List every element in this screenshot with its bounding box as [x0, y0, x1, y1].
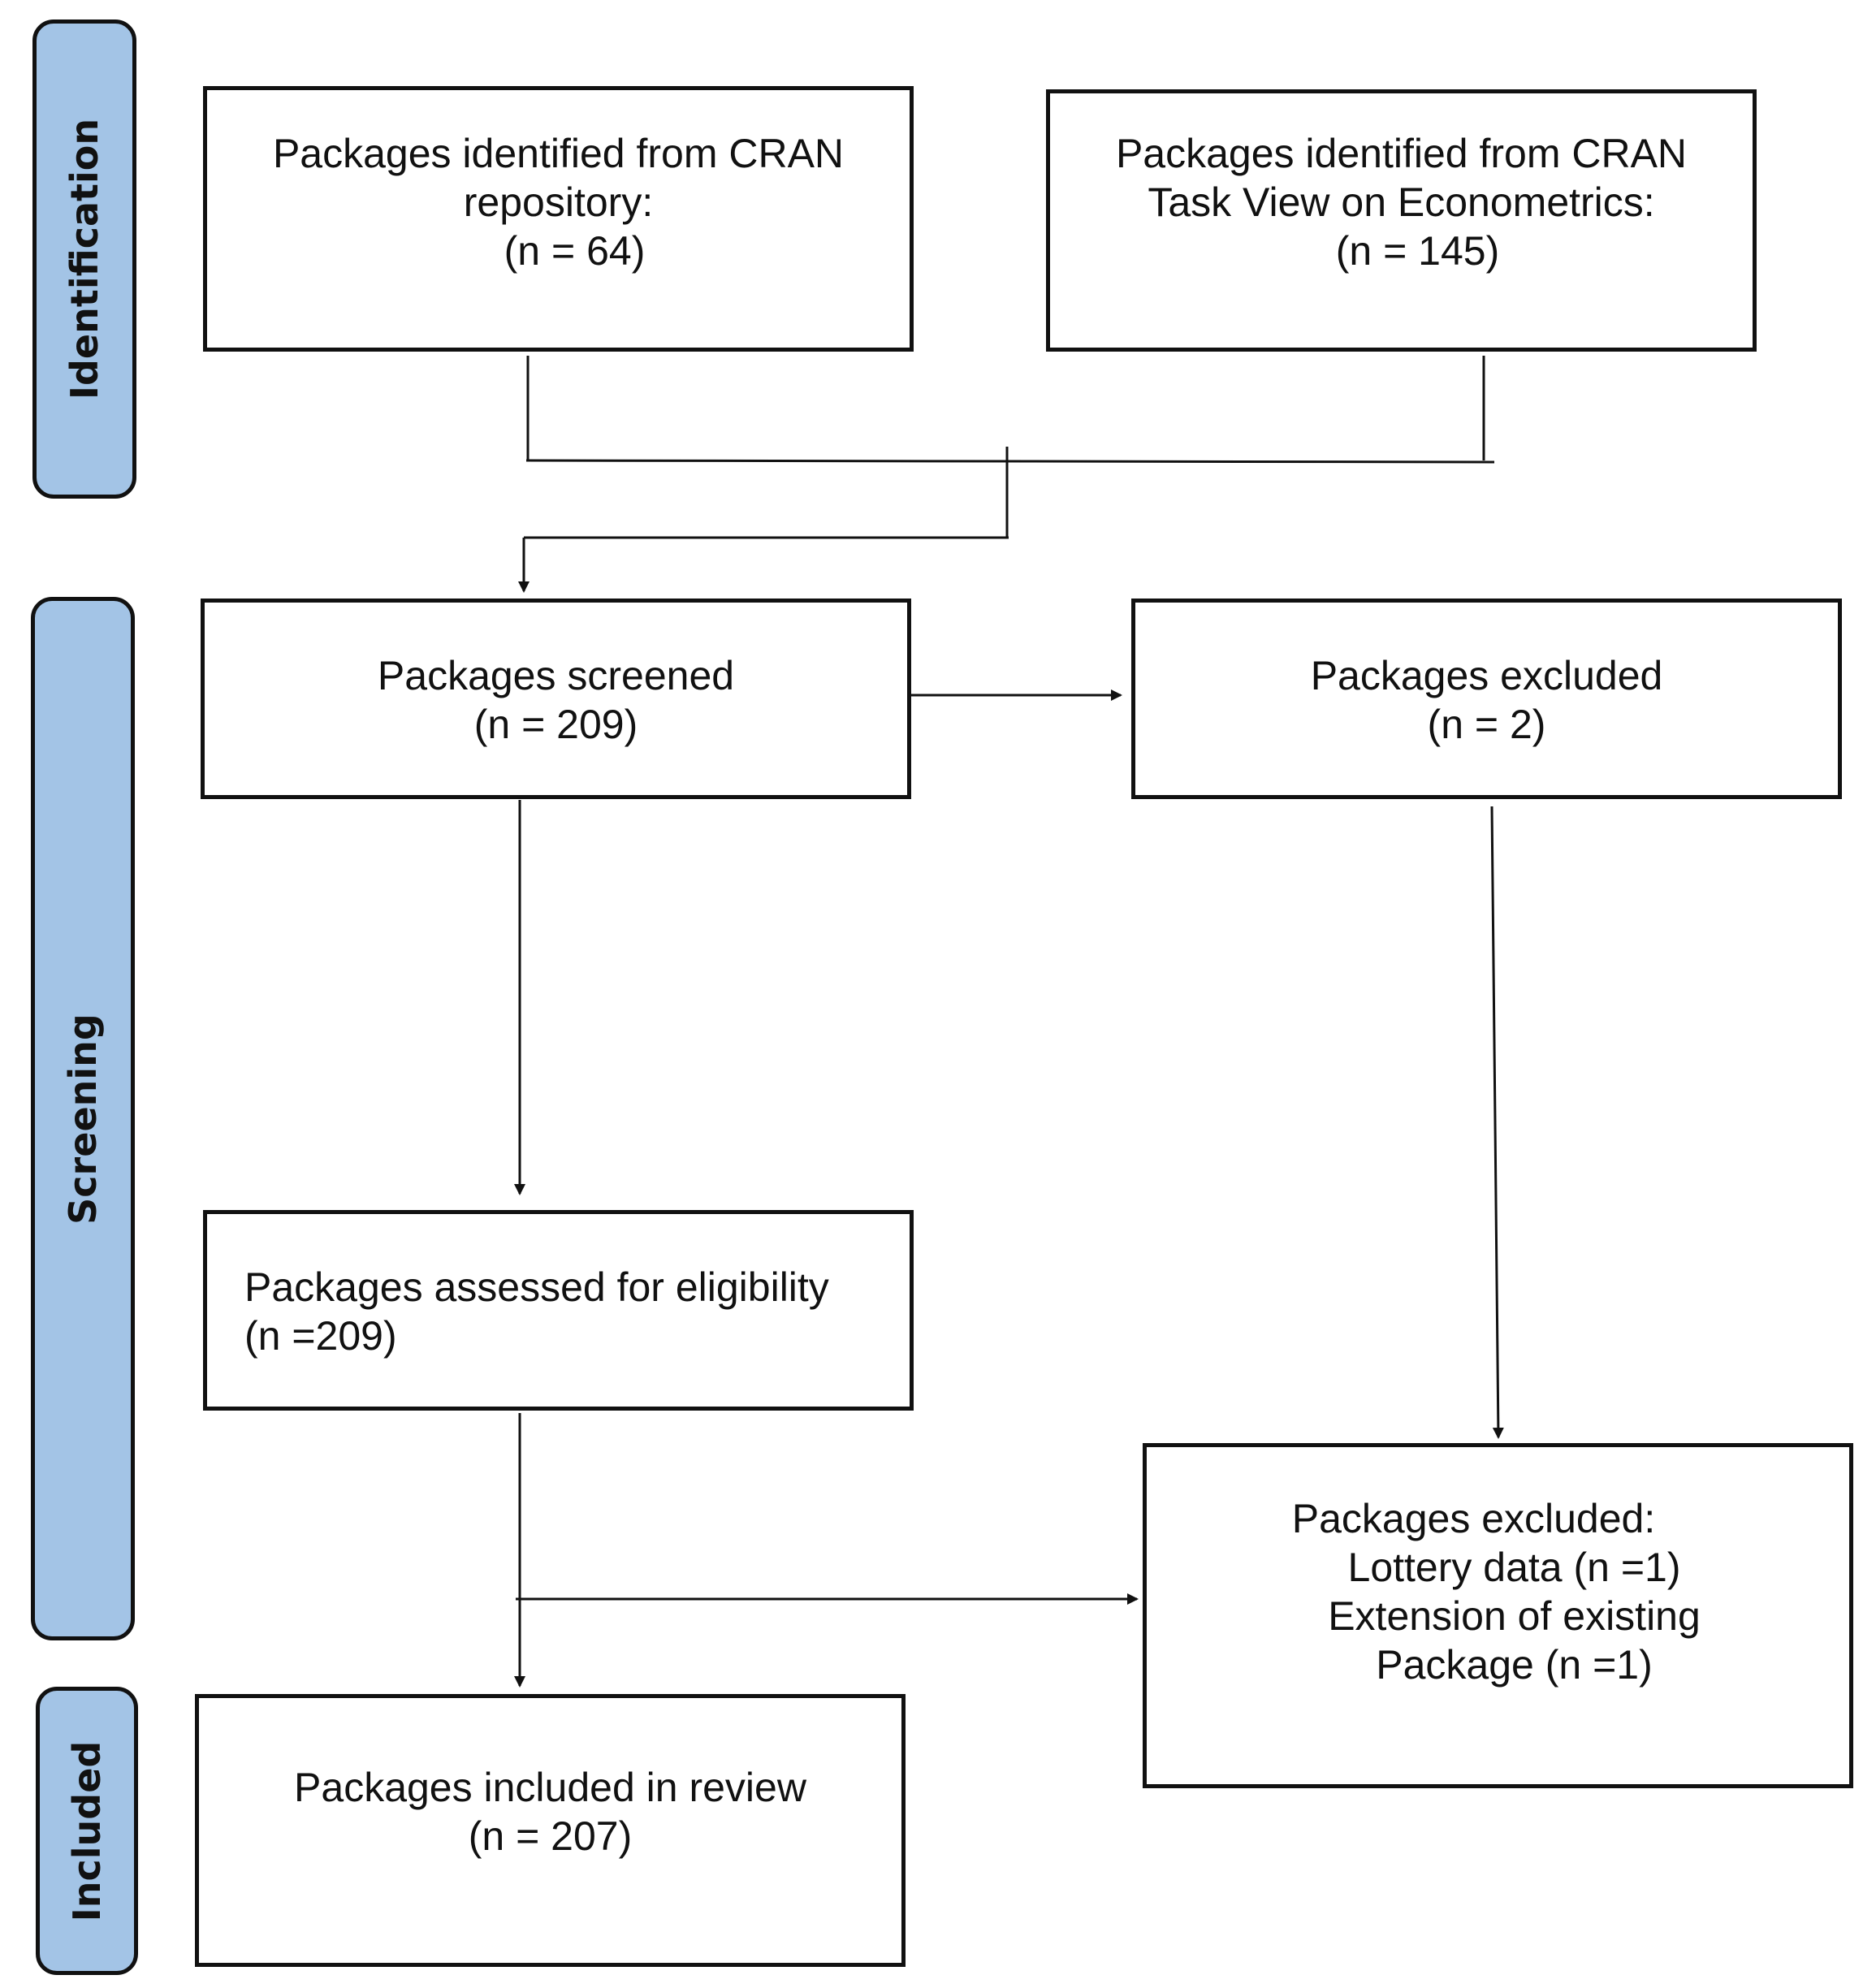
phase-included: Included	[36, 1687, 138, 1975]
box-excluded-eligibility-line-3: Extension of existing	[1328, 1593, 1701, 1639]
box-cran-taskview-line-2: Task View on Econometrics:	[1148, 179, 1655, 225]
box-packages-excluded-screening: Packages excluded (n = 2)	[1131, 599, 1842, 799]
box-cran-taskview: Packages identified from CRAN Task View …	[1046, 89, 1757, 352]
box-included-line-2: (n = 207)	[468, 1813, 633, 1859]
box-packages-assessed: Packages assessed for eligibility (n =20…	[203, 1210, 914, 1411]
phase-screening: Screening	[31, 597, 135, 1640]
box-packages-excluded-eligibility: Packages excluded: Lottery data (n =1) E…	[1143, 1443, 1853, 1788]
connector-merge-horizontal	[525, 459, 1495, 464]
box-packages-screened-line-1: Packages screened	[377, 653, 735, 698]
box-cran-repository-line-1: Packages identified from CRAN	[272, 131, 845, 176]
box-cran-taskview-line-1: Packages identified from CRAN	[1115, 131, 1688, 176]
box-cran-repository-line-2: repository:	[463, 179, 654, 225]
box-excluded-screening-line-1: Packages excluded	[1310, 653, 1663, 698]
box-excluded-eligibility-line-1: Packages excluded:	[1291, 1496, 1656, 1541]
phase-identification: Identification	[32, 19, 136, 499]
box-excluded-screening-line-2: (n = 2)	[1427, 702, 1546, 747]
box-cran-repository: Packages identified from CRAN repository…	[203, 86, 914, 352]
box-assessed-line-2: (n =209)	[244, 1313, 397, 1359]
box-excluded-eligibility-line-2: Lottery data (n =1)	[1347, 1545, 1681, 1590]
box-cran-taskview-line-3: (n = 145)	[1335, 228, 1500, 274]
box-included-line-1: Packages included in review	[294, 1765, 806, 1810]
box-assessed-line-1: Packages assessed for eligibility	[244, 1264, 829, 1310]
box-packages-included: Packages included in review (n = 207)	[195, 1694, 906, 1967]
box-excluded-eligibility-line-4: Package (n =1)	[1376, 1642, 1653, 1688]
box-packages-screened: Packages screened (n = 209)	[201, 599, 911, 799]
box-cran-repository-line-3: (n = 64)	[504, 228, 646, 274]
arrow-excluded-to-excluded	[1490, 806, 1504, 1439]
box-packages-screened-line-2: (n = 209)	[473, 702, 638, 747]
